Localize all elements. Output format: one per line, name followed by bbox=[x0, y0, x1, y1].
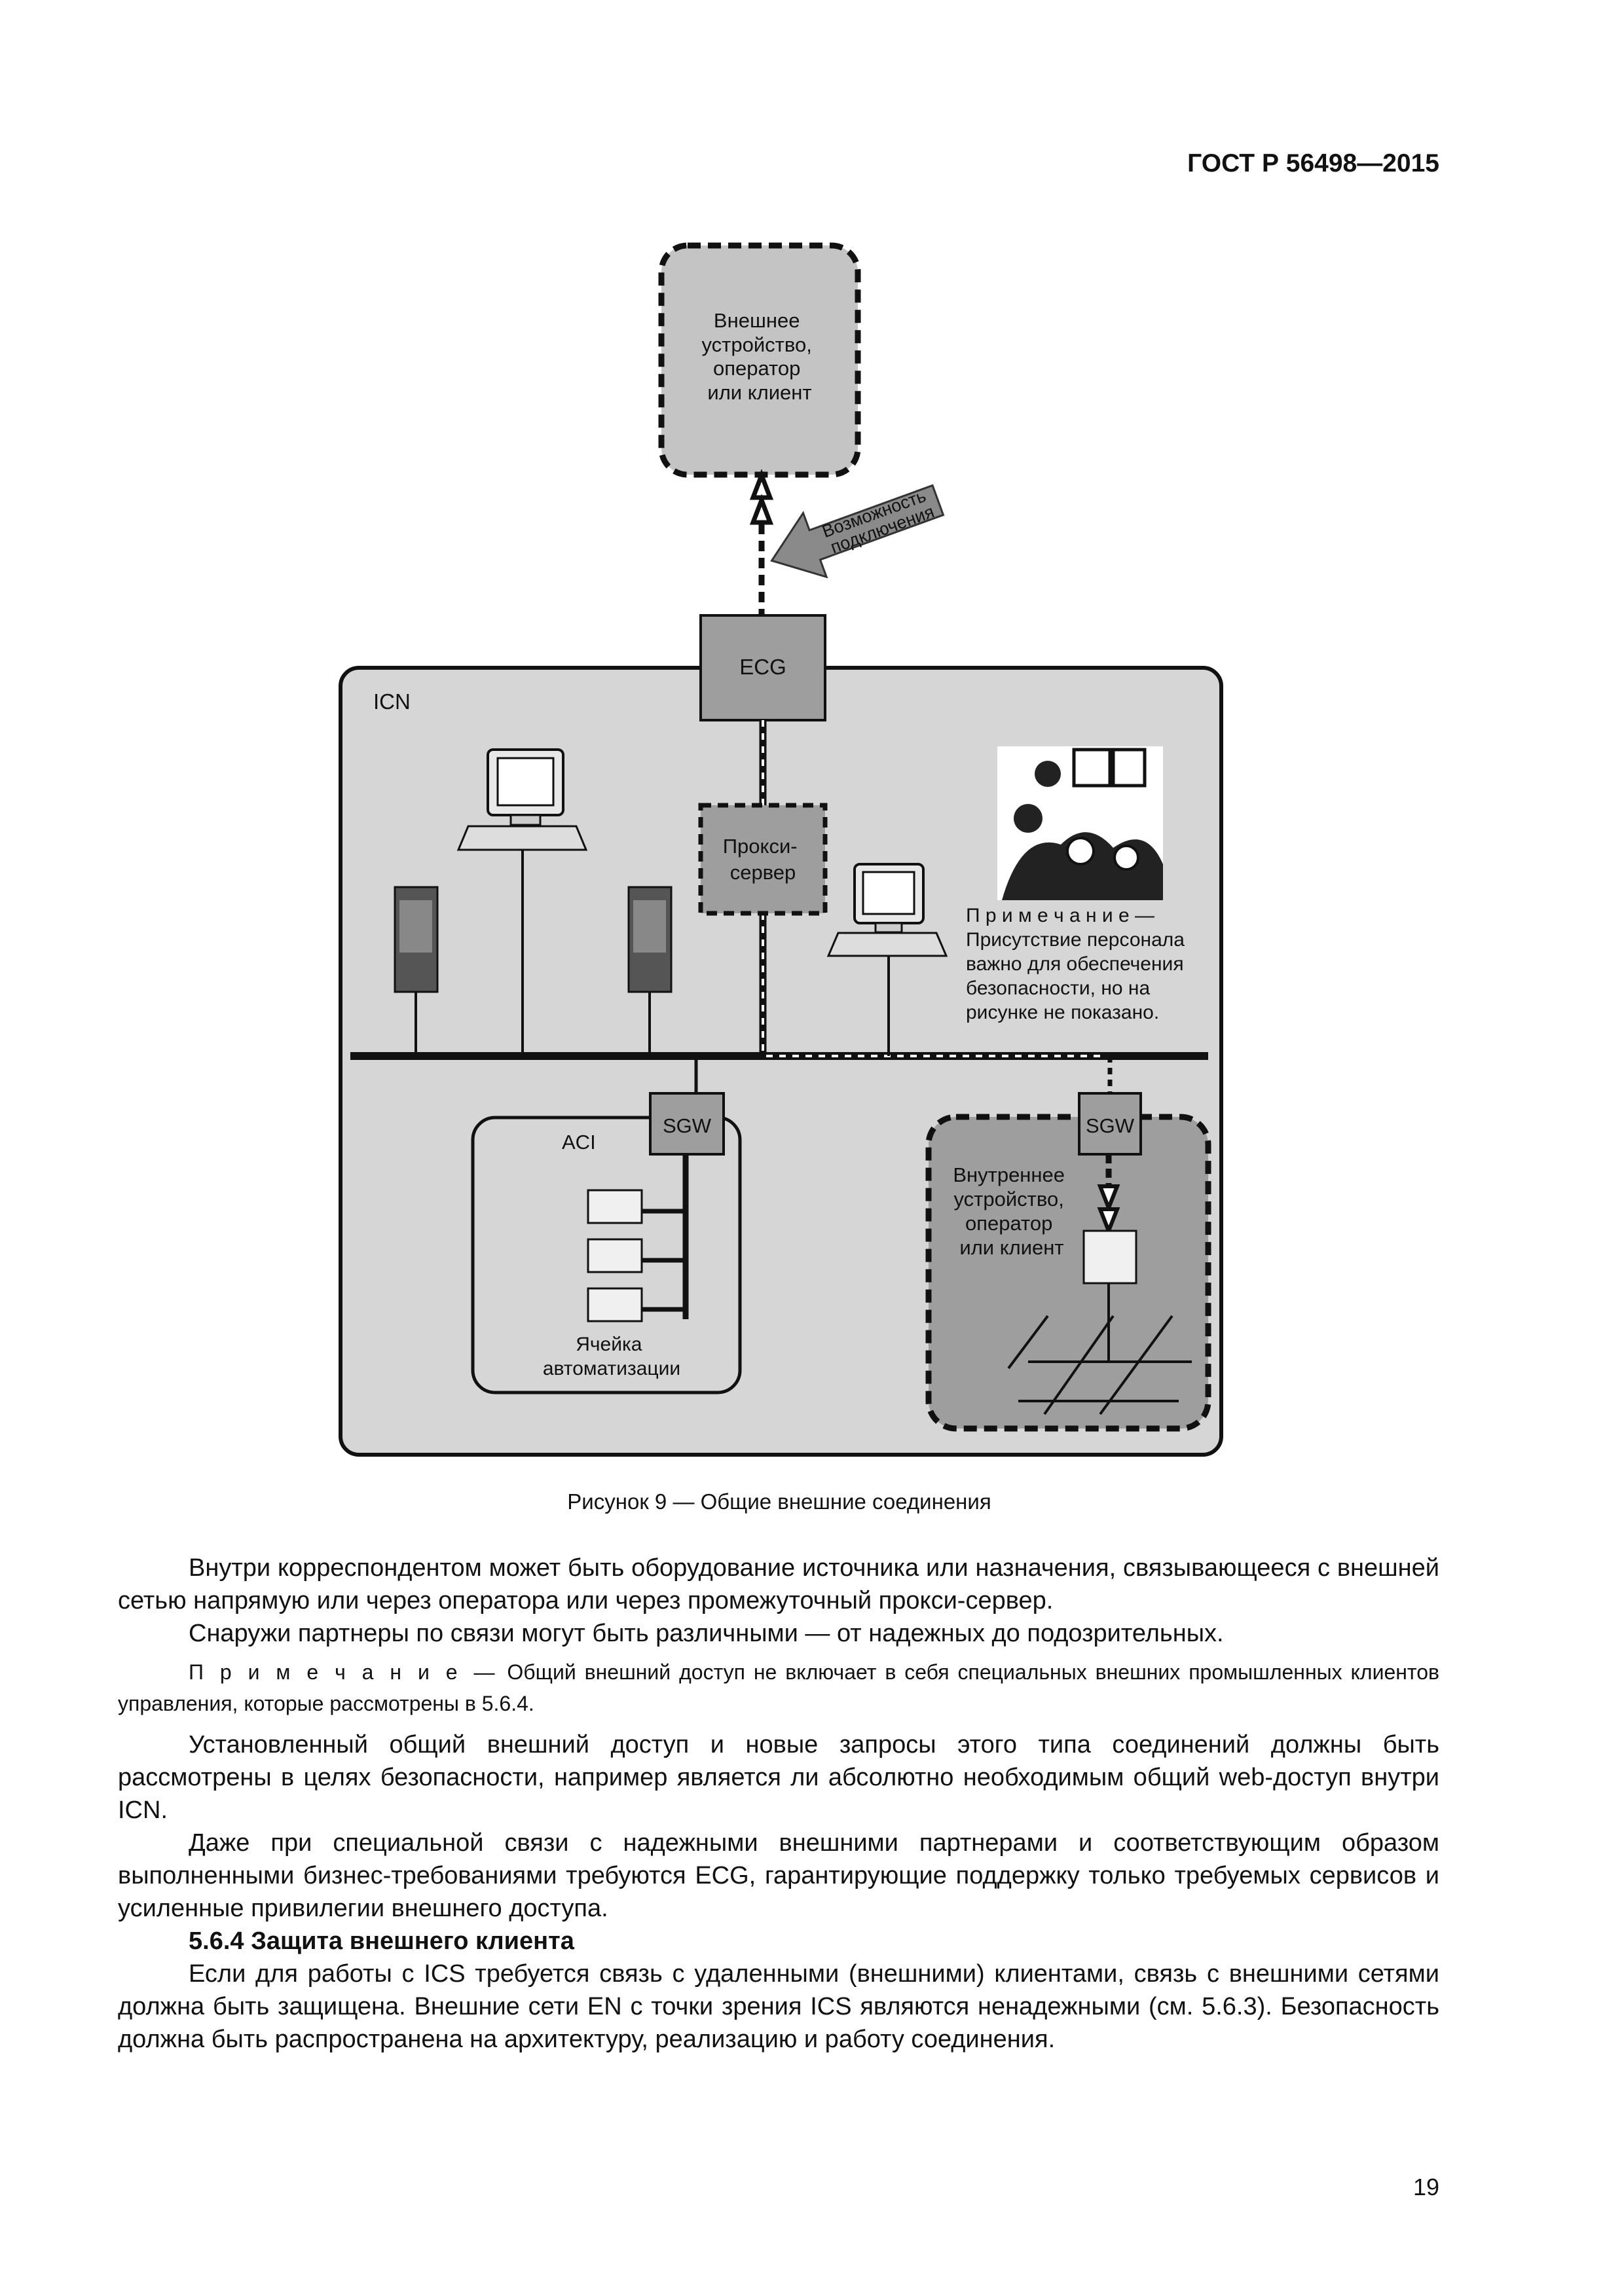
network-diagram: Внешнее устройство, оператор или клиент … bbox=[339, 242, 1223, 1457]
icn-label: ICN bbox=[373, 689, 411, 714]
sgw-left-box bbox=[649, 1092, 725, 1156]
plc-icon bbox=[587, 1238, 686, 1273]
sgw-right-label: SGW bbox=[1086, 1114, 1135, 1137]
plc-icon bbox=[587, 1287, 686, 1322]
arrowhead-lower bbox=[749, 494, 774, 525]
document-header: ГОСТ Р 56498—2015 bbox=[1187, 149, 1439, 177]
paragraph: Даже при специальной связи с надежными в… bbox=[118, 1829, 1439, 1922]
section-heading: 5.6.4 Защита внешнего клиента bbox=[189, 1927, 574, 1955]
aci-label: ACI bbox=[562, 1131, 596, 1154]
note-paragraph: П р и м е ч а н и е — Общий внешний дост… bbox=[118, 1656, 1439, 1719]
page-number: 19 bbox=[1412, 2174, 1439, 2200]
plc-icon bbox=[587, 1189, 686, 1224]
server-icon bbox=[627, 886, 673, 1056]
proxy-server-box bbox=[698, 803, 828, 916]
svg-text:Возможность подключения: Возможность подключения bbox=[819, 484, 939, 558]
paragraph: Установленный общий внешний доступ и нов… bbox=[118, 1731, 1439, 1824]
server-icon bbox=[394, 886, 439, 1056]
controller-device bbox=[1082, 1230, 1137, 1285]
external-device-label: Внешнее устройство, оператор или клиент bbox=[702, 309, 818, 404]
paragraph: Если для работы с ICS требуется связь с … bbox=[118, 1960, 1439, 2053]
automation-cell-label: Ячейка автоматизации bbox=[543, 1334, 680, 1379]
ecg-label: ECG bbox=[739, 655, 786, 679]
paragraph: Внутри корреспондентом может быть оборуд… bbox=[118, 1554, 1439, 1614]
connection-arrow: Возможность подключения bbox=[770, 484, 945, 579]
note-text: Общий внешний доступ не включает в себя … bbox=[118, 1660, 1440, 1715]
proxy-server-label: Прокси- сервер bbox=[723, 835, 803, 884]
paragraph: Снаружи партнеры по связи могут быть раз… bbox=[189, 1620, 1224, 1647]
body-text: Внутри корреспондентом может быть оборуд… bbox=[118, 1552, 1439, 2056]
field-network bbox=[1007, 1315, 1192, 1415]
note-label: П р и м е ч а н и е — bbox=[189, 1660, 499, 1684]
internal-device-box bbox=[925, 1114, 1211, 1432]
workstation-icon bbox=[826, 863, 948, 1056]
sgw-left-label: SGW bbox=[663, 1114, 712, 1137]
personnel-illustration bbox=[997, 746, 1163, 900]
figure-note: П р и м е ч а н и е — Присутствие персон… bbox=[966, 905, 1190, 1023]
arrowhead-internal-2 bbox=[1097, 1207, 1120, 1237]
arrowhead-internal-1 bbox=[1097, 1184, 1120, 1214]
internal-device-label: Внутреннее устройство, оператор или клие… bbox=[953, 1163, 1070, 1259]
workstation-icon bbox=[456, 748, 588, 1056]
figure-caption: Рисунок 9 — Общие внешние соединения bbox=[567, 1489, 991, 1514]
